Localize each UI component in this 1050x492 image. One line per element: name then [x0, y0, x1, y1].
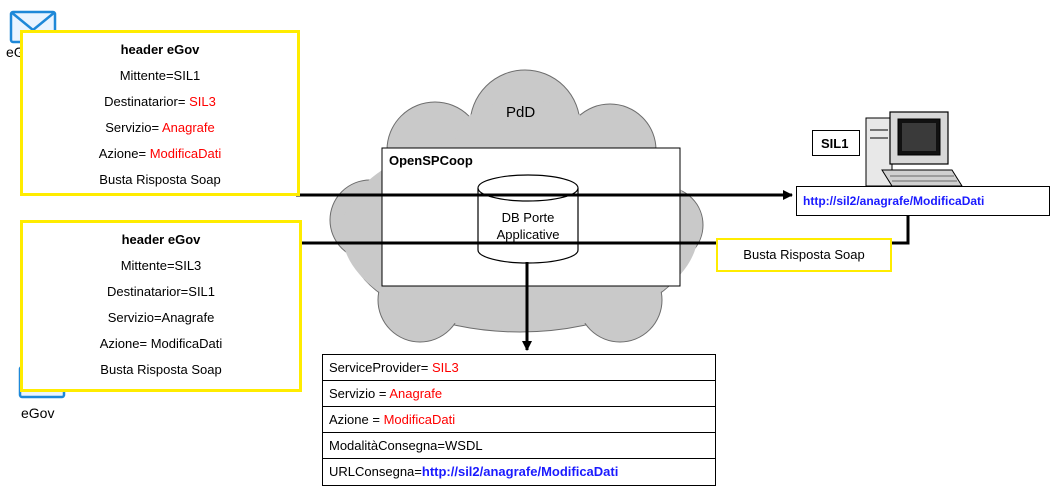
sil1-url: http://sil2/anagrafe/ModificaDati [803, 194, 985, 208]
pdd-label: PdD [506, 104, 536, 121]
response-arrow [291, 215, 910, 248]
destination-line: Destinatarior= SIL3 [104, 94, 216, 109]
header-title: header eGov [120, 42, 200, 57]
table-row: URLConsegna=http://sil2/anagrafe/Modific… [329, 464, 619, 479]
destination-line: Destinatarior=SIL1 [106, 284, 216, 299]
sender-line: Mittente=SIL3 [120, 258, 202, 273]
service-line: Servizio=Anagrafe [107, 310, 215, 325]
sil1-label: SIL1 [812, 130, 860, 156]
table-row: ServiceProvider= SIL3 [323, 355, 715, 381]
request-header-box: header eGov Mittente=SIL1 Destinatarior=… [20, 30, 300, 196]
action-line: Azione= ModificaDati [98, 146, 222, 161]
table-row: Azione = ModificaDati [323, 407, 715, 433]
table-row: ModalitàConsegna=WSDL [323, 433, 715, 459]
db-label: DB Porte Applicative [496, 210, 560, 242]
response-header-box: header eGov Mittente=SIL3 Destinatarior=… [20, 220, 302, 392]
sil1-url-box: http://sil2/anagrafe/ModificaDati [796, 186, 1050, 216]
table-row: Servizio = Anagrafe [323, 381, 715, 407]
porta-applicativa-table: ServiceProvider= SIL3 Servizio = Anagraf… [322, 354, 716, 486]
soap-response-box: Busta Risposta Soap [716, 238, 892, 272]
service-line: Servizio= Anagrafe [105, 120, 215, 135]
sender-line: Mittente=SIL1 [119, 68, 201, 83]
envelope-label: eGov [21, 405, 55, 421]
body-line: Busta Risposta Soap [99, 172, 221, 187]
action-line: Azione= ModificaDati [99, 336, 223, 351]
header-title: header eGov [121, 232, 201, 247]
computer-icon [865, 111, 963, 187]
body-line: Busta Risposta Soap [100, 362, 222, 377]
openspcoop-title: OpenSPCoop [389, 153, 473, 168]
